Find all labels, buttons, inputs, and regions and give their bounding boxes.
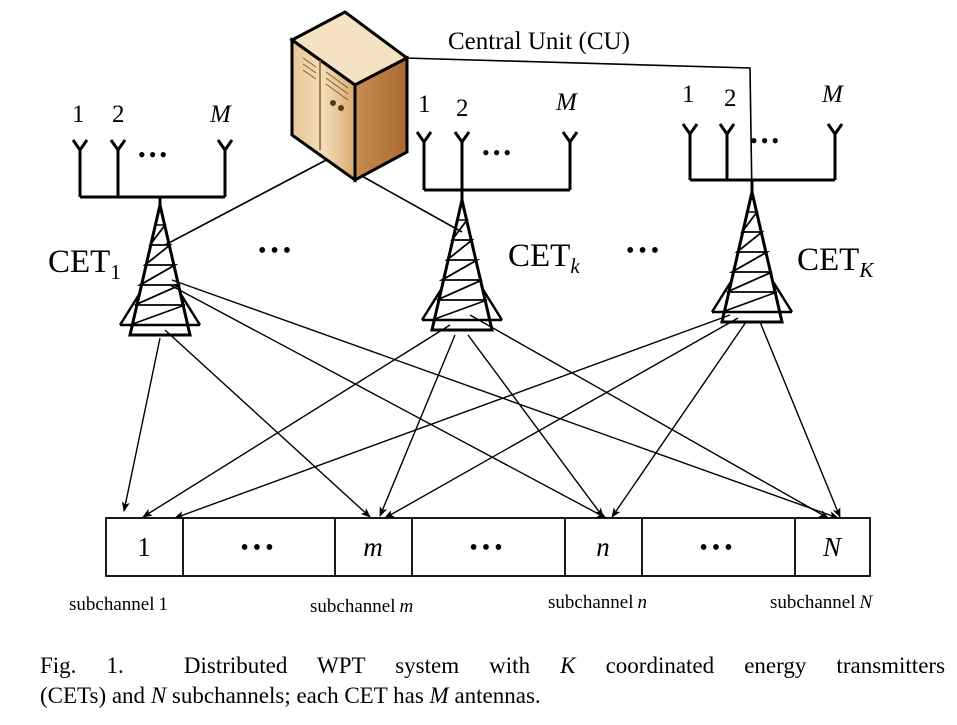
subchannel-cell-m: m [363,532,383,562]
cet-1-antenna-ellipsis: ••• [138,142,170,167]
subchannel-bar [105,517,871,577]
link-cet1-subn [169,284,607,519]
caption-math-K: K [560,653,576,678]
antenna-array-cet-k [415,131,579,205]
cet-K-antenna-label-M: M [821,81,844,108]
link-cetk-subn [467,334,604,518]
cet-K-antenna-ellipsis: ••• [750,128,782,153]
caption-math-N: N [150,683,167,708]
central-unit-icon [289,10,410,183]
tower-icon-cet-1 [118,204,202,337]
cu-link-cet-K [404,57,753,201]
caption-math-M: M [429,683,449,708]
cet-1-label: CET1 [48,244,121,284]
subchannel-cell-N: N [822,532,843,562]
tower-icon-cet-k [420,199,504,332]
cet-k-antenna-label-2: 2 [456,95,469,122]
link-cetK-subN [759,321,841,518]
cet-k-antenna-label-1: 1 [418,91,431,118]
cet-ellipsis-right: ••• [626,238,663,264]
cet-1-antenna-label-1: 1 [72,101,85,128]
subchannel-cell-n: n [596,532,610,562]
caption-fig-label: Fig. 1. [40,653,124,678]
link-cetk-subm [379,334,456,517]
cu-link-cet-k [359,174,463,233]
caption-text-3: (CETs) and [40,683,146,708]
caption-line-1: Fig. 1. Distributed WPT system with K co… [40,651,945,681]
subchannel-cell-ellipsis-3: ••• [699,535,736,561]
cu-link-cet-1 [164,157,331,246]
antenna-array-cet-K [681,123,844,195]
link-cetk-subN [469,314,829,519]
subchannel-cell-ellipsis-2: ••• [469,535,506,561]
link-cet1-subm [164,329,371,518]
central-unit-label: Central Unit (CU) [448,28,630,55]
cet-ellipsis-left: ••• [258,238,295,264]
cet-1-antenna-label-2: 2 [112,101,125,128]
energy-links [121,279,841,519]
cet-k-label: CETk [508,238,580,278]
cet-k-antenna-label-M: M [555,89,578,116]
link-cet1-sub1 [121,337,161,512]
caption-text-1: Distributed WPT system with [183,653,531,678]
link-cet1-subN [171,279,839,519]
cet-K-antenna-label-2: 2 [724,85,737,112]
link-cetK-sub1 [174,314,731,519]
cet-1-antenna-label-M: M [209,101,232,128]
cet-k-antenna-ellipsis: ••• [482,140,514,165]
caption-line-2: (CETs) and N subchannels; each CET has M… [40,681,945,711]
cet-K-antenna-label-1: 1 [682,81,695,108]
antenna-array-cet-1 [71,139,234,210]
link-cetk-sub1 [142,324,451,518]
subchannel-cell-1: 1 [137,532,151,562]
wpt-system-diagram: Central Unit (CU) 1 2 ••• M 1 2 ••• M 1 … [48,10,874,617]
tower-icon-cet-K [710,191,794,324]
cu-connections [164,57,753,246]
caption-text-2: coordinated energy transmitters [605,653,946,678]
subchannel-cell-ellipsis-1: ••• [240,535,277,561]
caption-text-4: subchannels; each CET has [171,683,424,708]
link-cetK-subm [384,317,739,519]
caption-text-5: antennas. [454,683,541,708]
link-cetK-subn [611,321,747,518]
cet-K-label: CETK [797,242,874,282]
figure-caption: Fig. 1. Distributed WPT system with K co… [40,651,945,711]
